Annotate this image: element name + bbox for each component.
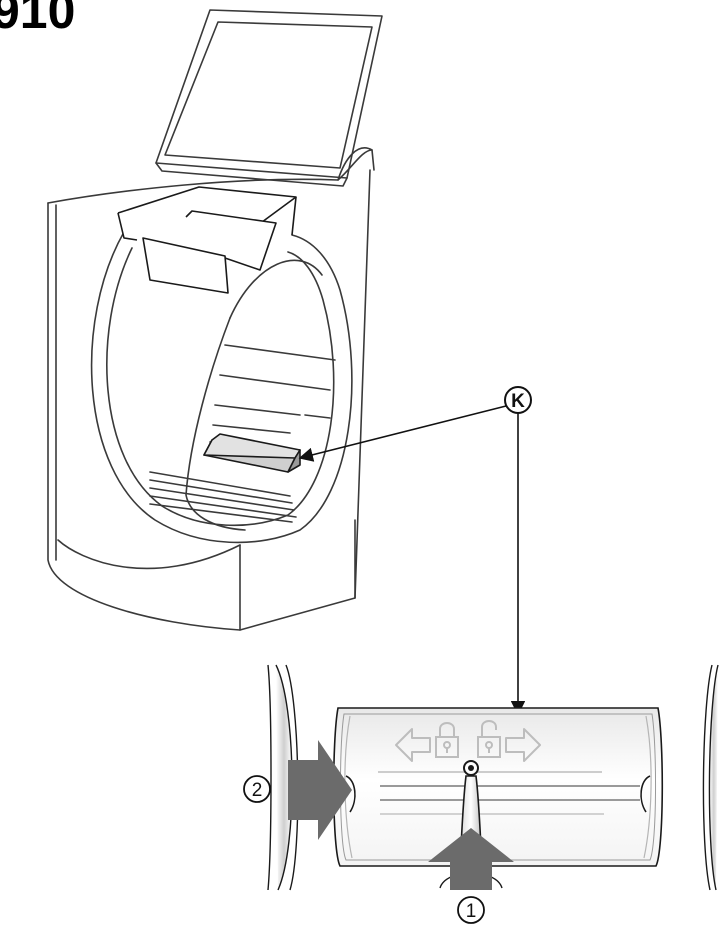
step2-callout: 2 xyxy=(243,775,271,803)
callout-k-label: K xyxy=(511,391,525,412)
detail-view: 1 2 xyxy=(243,664,719,924)
lock-open-icon xyxy=(477,720,501,758)
callout-k: K xyxy=(298,386,532,716)
packing-insert xyxy=(117,186,297,294)
step2-arrow xyxy=(288,740,352,840)
callout-k-leader-drum xyxy=(298,405,507,462)
arrow-right-icon xyxy=(505,728,541,762)
dryer-appliance xyxy=(47,9,383,631)
filter-housing xyxy=(332,707,664,867)
arrow-left-icon xyxy=(395,728,431,762)
page-title: 910 xyxy=(0,0,75,39)
step1-callout: 1 xyxy=(457,896,485,924)
step1-label: 1 xyxy=(466,901,477,922)
step2-label: 2 xyxy=(252,780,263,801)
step1-arrow xyxy=(428,828,514,890)
dryer-lid xyxy=(155,9,383,187)
lint-filter xyxy=(203,433,301,473)
right-rail xyxy=(702,664,719,891)
lock-closed-icon xyxy=(435,722,459,758)
